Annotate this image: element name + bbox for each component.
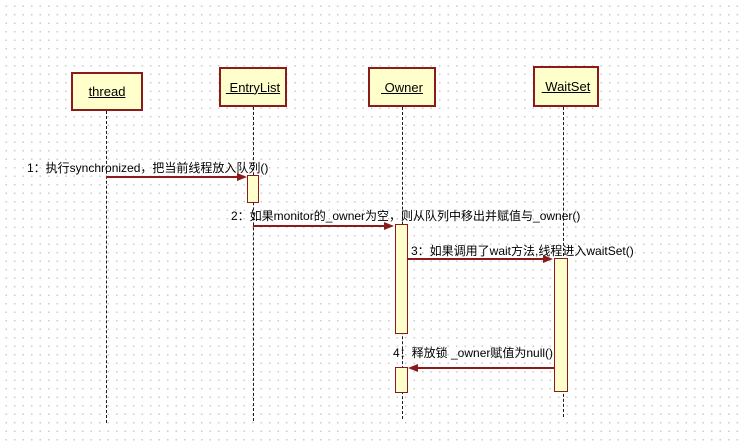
message-3-label[interactable]: 3：如果调用了wait方法,线程进入waitSet(): [411, 244, 634, 258]
lifeline-label-entrylist: EntryList: [225, 79, 281, 95]
lifeline-head-waitset[interactable]: WaitSet: [533, 66, 599, 107]
message-4-label[interactable]: 4：释放锁 _owner赋值为null(): [393, 346, 554, 360]
lifeline-head-thread[interactable]: thread: [71, 72, 143, 111]
message-1-line[interactable]: [106, 176, 238, 178]
lifeline-label-thread: thread: [88, 84, 126, 99]
lifeline-label-waitset: WaitSet: [541, 79, 591, 94]
activation-bar-owner-1[interactable]: [395, 224, 408, 334]
message-4-line[interactable]: [418, 367, 554, 369]
lifeline-head-owner[interactable]: Owner: [368, 67, 436, 107]
lifeline-head-entrylist[interactable]: EntryList: [219, 67, 287, 107]
message-2-label[interactable]: 2：如果monitor的_owner为空，则从队列中移出并赋值与_owner(): [231, 209, 581, 223]
message-3-line[interactable]: [408, 258, 544, 260]
activation-bar-entrylist[interactable]: [247, 175, 259, 203]
lifeline-thread: [106, 111, 107, 423]
arrowhead-right-icon: [237, 172, 247, 181]
lifeline-label-owner: Owner: [381, 79, 423, 95]
arrowhead-right-icon: [543, 254, 553, 263]
arrowhead-right-icon: [384, 221, 394, 230]
message-1-label[interactable]: 1：执行synchronized，把当前线程放入队列(): [27, 161, 269, 175]
arrowhead-left-icon: [408, 363, 418, 372]
activation-bar-owner-2[interactable]: [395, 367, 408, 393]
lifeline-entrylist: [253, 107, 254, 421]
message-2-line[interactable]: [253, 225, 385, 227]
activation-bar-waitset[interactable]: [554, 258, 568, 392]
